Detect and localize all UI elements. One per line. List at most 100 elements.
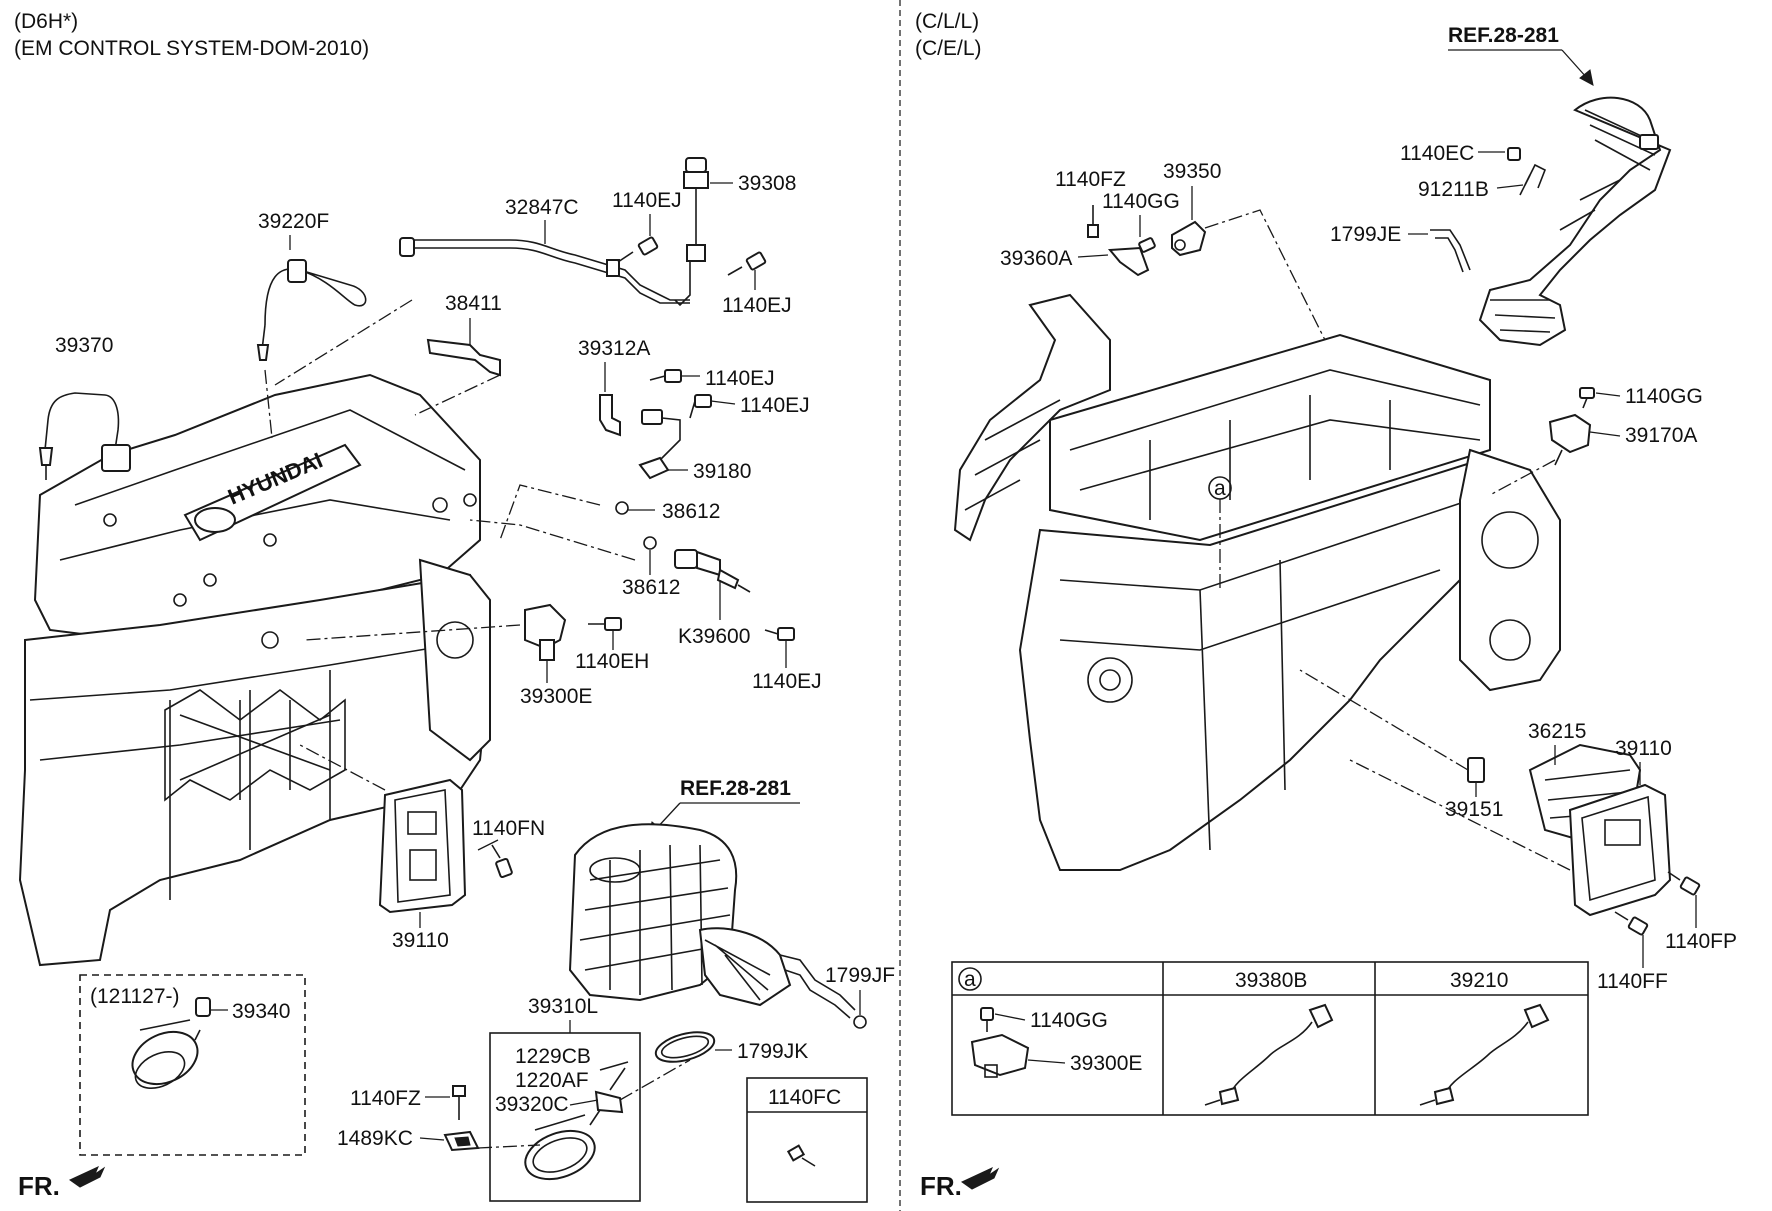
label-91211b: 91211B <box>1418 178 1489 201</box>
bolt-1140gg-b <box>1579 387 1595 409</box>
sensor-39350 <box>1171 220 1207 257</box>
detail-table <box>951 961 1589 1116</box>
bolt-1140ej-bottom <box>764 627 795 641</box>
table-header-39210: 39210 <box>1450 969 1508 992</box>
bolt-1140ej-top <box>617 236 659 263</box>
label-1140ej-c: 1140EJ <box>705 367 775 390</box>
label-1140fp: 1140FP <box>1665 930 1737 953</box>
label-1140ej-a: 1140EJ <box>612 189 682 212</box>
table-marker-a-text: a <box>964 968 976 991</box>
clamp-1799jk <box>654 1031 716 1063</box>
label-39300e-left: 39300E <box>520 685 592 708</box>
clip-91211b <box>1519 163 1547 196</box>
label-1140gg-a: 1140GG <box>1102 190 1180 213</box>
label-1140ej-e: 1140EJ <box>752 670 822 693</box>
bolt-1140fz-right <box>1087 205 1099 238</box>
label-39180: 39180 <box>693 460 751 483</box>
label-39110-left: 39110 <box>392 929 449 952</box>
variant-caption: (121127-) <box>90 985 180 1008</box>
table-marker-a <box>958 967 982 991</box>
left-fr-arrow-icon <box>69 1165 106 1188</box>
label-1140gg-b: 1140GG <box>1625 385 1703 408</box>
label-1140fn: 1140FN <box>472 817 545 840</box>
sensor-39220f <box>256 259 367 361</box>
bolt-1140fz-left <box>452 1085 466 1120</box>
air-cleaner <box>568 823 856 1019</box>
label-1140ej-b: 1140EJ <box>722 294 792 317</box>
label-1140fz-right: 1140FZ <box>1055 168 1126 191</box>
right-ref-label: REF.28-281 <box>1448 24 1559 47</box>
label-1140ff: 1140FF <box>1597 970 1668 993</box>
label-39310l: 39310L <box>528 995 598 1018</box>
cell-map-sensor <box>970 1007 1030 1078</box>
maf-sensor-39320c <box>524 1061 629 1181</box>
ecu-39110-right <box>1568 783 1672 917</box>
left-fr-label: FR. <box>18 1171 60 1201</box>
bracket-39312a <box>599 394 621 437</box>
label-1140fc: 1140FC <box>768 1086 841 1109</box>
label-39220f: 39220F <box>258 210 329 233</box>
bolt-1140ej-mid-1 <box>649 369 682 383</box>
label-39320c: 39320C <box>495 1093 569 1116</box>
label-39170a: 39170A <box>1625 424 1697 447</box>
pipe-32847c <box>399 237 690 304</box>
label-32847c: 32847C <box>505 196 579 219</box>
right-fr-arrow-icon <box>961 1166 1000 1190</box>
label-38411: 38411 <box>445 292 502 315</box>
callout-a-text: a <box>1214 477 1226 500</box>
label-1140ej-d: 1140EJ <box>740 394 810 417</box>
bolt-1140ej-mid-2 <box>689 394 712 419</box>
sensor-39308 <box>674 157 709 307</box>
bolt-1140fp <box>1667 871 1701 896</box>
intake-hose-right <box>1478 96 1672 347</box>
o2-sensor-39380b <box>1204 1003 1334 1106</box>
bushing-39151 <box>1467 757 1485 783</box>
sensor-39300e-left <box>524 603 567 661</box>
label-1229cb: 1229CB <box>515 1045 591 1068</box>
label-k39600: K39600 <box>678 625 750 648</box>
variant-box <box>79 974 306 1156</box>
label-36215: 36215 <box>1528 720 1586 743</box>
ecu-39110-left <box>378 778 467 914</box>
label-39370: 39370 <box>55 334 113 357</box>
maf-sensor-box <box>489 1032 641 1202</box>
bolt-1140fn <box>491 844 513 879</box>
table-header-39380b: 39380B <box>1235 969 1307 992</box>
table-label-1140gg: 1140GG <box>1030 1009 1108 1032</box>
sensor-k39600 <box>674 549 751 593</box>
sensor-39170a <box>1548 413 1592 466</box>
table-label-39300e: 39300E <box>1070 1052 1142 1075</box>
right-fr-label: FR. <box>920 1171 962 1201</box>
oring-38612-a <box>615 501 629 515</box>
right-header-line2: (C/E/L) <box>915 37 982 60</box>
left-engine-block <box>18 373 492 967</box>
label-1799jk: 1799JK <box>737 1040 808 1063</box>
sensor-39370 <box>38 392 131 480</box>
bolt-1140fc-box <box>746 1077 868 1203</box>
label-39360a: 39360A <box>1000 247 1072 270</box>
sensor-39180 <box>638 409 681 480</box>
bracket-1489kc <box>443 1130 480 1152</box>
label-1140fz-left: 1140FZ <box>350 1087 421 1110</box>
oring-38612-b <box>643 536 657 550</box>
label-1140ec: 1140EC <box>1400 142 1474 165</box>
bolt-1140ec <box>1507 147 1521 161</box>
clip-1799jf <box>853 1015 867 1029</box>
bolt-1140ff <box>1614 911 1649 936</box>
label-38612-a: 38612 <box>662 500 720 523</box>
label-39312a: 39312A <box>578 337 650 360</box>
bolt-1140ej-right <box>727 251 767 276</box>
bracket-38411 <box>426 338 501 377</box>
left-ref-label: REF.28-281 <box>680 777 791 800</box>
left-header-model: (D6H*) <box>14 10 78 33</box>
label-39340: 39340 <box>232 1000 290 1023</box>
label-1220af: 1220AF <box>515 1069 589 1092</box>
left-header-system: (EM CONTROL SYSTEM-DOM-2010) <box>14 37 369 60</box>
right-header-line1: (C/L/L) <box>915 10 979 33</box>
label-39350: 39350 <box>1163 160 1221 183</box>
right-engine-block <box>953 293 1561 871</box>
label-39151: 39151 <box>1445 798 1503 821</box>
label-38612-b: 38612 <box>622 576 680 599</box>
label-39110-right: 39110 <box>1615 737 1672 760</box>
bolt-1140eh <box>588 617 622 631</box>
